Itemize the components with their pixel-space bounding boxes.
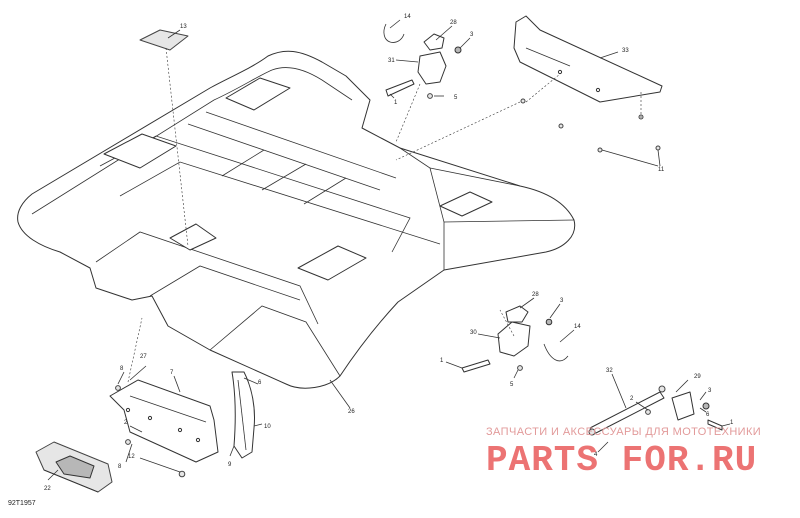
latch-right-assembly [461, 305, 569, 373]
callout-13: 13 [180, 24, 187, 30]
callout-31: 31 [388, 58, 395, 64]
callout-7: 7 [170, 370, 174, 376]
callout-8: 8 [120, 366, 124, 372]
callout-1: 1 [394, 100, 398, 106]
callout-1: 1 [730, 420, 734, 426]
callout-30: 30 [470, 330, 477, 336]
strap [231, 371, 255, 459]
callout-3: 3 [470, 32, 474, 38]
diagram-code: 92T1957 [8, 500, 36, 507]
callout-6: 6 [258, 380, 262, 386]
callout-26: 26 [348, 409, 355, 415]
callout-28: 28 [532, 292, 539, 298]
callout-10: 10 [264, 424, 271, 430]
callout-32: 32 [606, 368, 613, 374]
callout-14: 14 [574, 324, 581, 330]
latch-top-assembly [383, 23, 462, 99]
callouts: 13 14 28 3 31 5 1 33 11 28 3 30 14 1 5 3… [44, 14, 734, 492]
rear-handle [35, 441, 113, 493]
support-bracket [513, 15, 663, 103]
callout-5: 5 [510, 382, 514, 388]
callout-14: 14 [404, 14, 411, 20]
callout-3: 3 [708, 388, 712, 394]
watermark-tagline: ЗАПЧАСТИ И АКСЕССУАРЫ ДЛЯ МОТОТЕХНИКИ [486, 426, 762, 438]
hood-cover [17, 50, 576, 389]
callout-1: 1 [440, 358, 444, 364]
callout-11: 11 [658, 167, 665, 173]
gas-strut [588, 385, 723, 436]
callout-8: 8 [118, 464, 122, 470]
callout-5: 5 [454, 95, 458, 101]
callout-2: 2 [124, 420, 128, 426]
callout-4: 4 [594, 452, 598, 458]
watermark-brand: PARTS FOR.RU [486, 440, 758, 481]
callout-12: 12 [128, 454, 135, 460]
callout-6: 6 [706, 412, 710, 418]
leader-lines [47, 19, 731, 481]
callout-9: 9 [228, 462, 232, 468]
callout-3: 3 [560, 298, 564, 304]
callout-29: 29 [694, 374, 701, 380]
callout-28: 28 [450, 20, 457, 26]
fasteners [520, 98, 661, 153]
callout-22: 22 [44, 486, 51, 492]
callout-33: 33 [622, 48, 629, 54]
callout-2: 2 [630, 396, 634, 402]
decal-13 [139, 29, 189, 51]
mounting-plate [109, 379, 219, 478]
callout-27: 27 [140, 354, 147, 360]
